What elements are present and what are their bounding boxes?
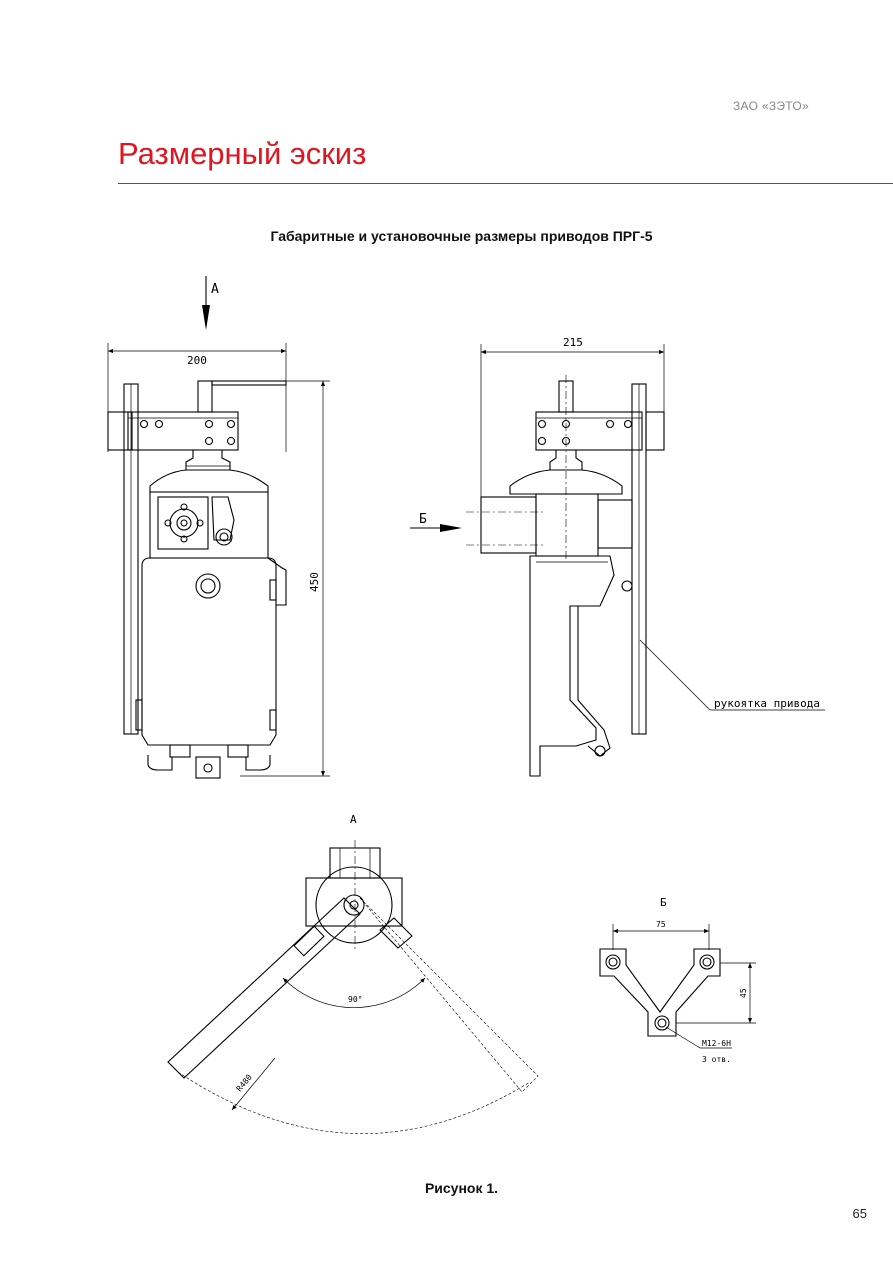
- handle-label: рукоятка привода: [714, 697, 820, 710]
- dim-holes-v: 45: [739, 988, 748, 998]
- title-divider: [118, 183, 893, 184]
- thread-label: М12-6Н: [702, 1039, 731, 1048]
- figure-caption: Рисунок 1.: [424, 1180, 499, 1196]
- page-title: Размерный эскиз: [118, 136, 367, 171]
- drawing-subtitle: Габаритные и установочные размеры привод…: [270, 228, 653, 244]
- dim-height: 450: [308, 572, 321, 592]
- view-b-arrow-label: Б: [419, 512, 427, 527]
- dim-width-front: 200: [187, 354, 207, 367]
- page-number: 65: [852, 1206, 867, 1221]
- radius-label: R480: [235, 1073, 254, 1094]
- dim-width-side: 215: [563, 336, 583, 349]
- view-b-title: Б: [660, 896, 667, 909]
- holes-count: 3 отв.: [702, 1055, 731, 1064]
- company-name: ЗАО «ЗЭТО»: [732, 99, 809, 113]
- view-a-arrow-label: А: [211, 282, 219, 297]
- view-a: А 90° R480: [167, 813, 539, 1134]
- view-a-title: А: [350, 813, 357, 826]
- dim-holes-h: 75: [656, 920, 666, 929]
- view-b: Б 75 45 М12-6Н 3 отв.: [599, 896, 756, 1064]
- side-view: 215 Б: [410, 336, 825, 777]
- front-view: А 200 450: [107, 276, 330, 779]
- angle-label: 90°: [348, 995, 362, 1004]
